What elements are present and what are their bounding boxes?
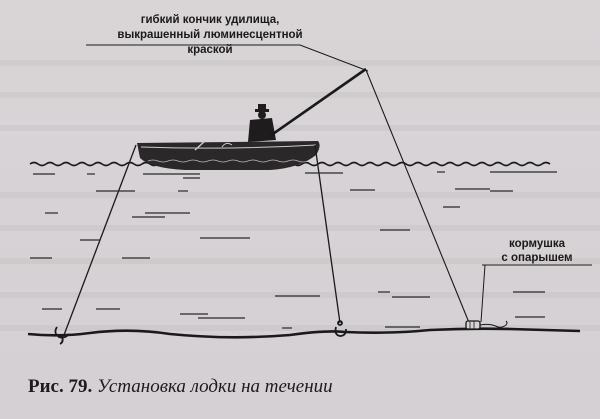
figure-number: Рис. 79. xyxy=(28,376,93,397)
bleed-through-text xyxy=(0,325,600,331)
current-dashes xyxy=(30,171,557,329)
rod-tip-label: гибкий кончик удилища, выкрашенный люмин… xyxy=(85,13,335,58)
anchor-left xyxy=(54,326,70,345)
label-line: гибкий кончик удилища, xyxy=(140,14,280,26)
label-line: кормушка xyxy=(509,238,565,250)
anchor-rope-right xyxy=(314,144,341,324)
bleed-through-text xyxy=(0,225,600,231)
riverbed xyxy=(27,327,581,339)
label-line: краской xyxy=(187,44,233,56)
bleed-through-text xyxy=(0,192,600,198)
bleed-through-text xyxy=(0,258,600,264)
figure-caption: Рис. 79. Установка лодки на течении xyxy=(28,376,333,398)
fishing-rod xyxy=(269,67,367,138)
label-line: с опарышем xyxy=(501,252,573,264)
fishing-line xyxy=(365,69,471,326)
boat xyxy=(137,141,320,170)
feeder-label: кормушка с опарышем xyxy=(482,237,592,265)
bleed-through-text xyxy=(0,125,600,131)
angler xyxy=(248,104,276,142)
label-line: выкрашенный люминесцентной xyxy=(117,29,303,41)
bleed-through-text xyxy=(0,92,600,98)
feeder xyxy=(465,320,508,330)
figure-title: Установка лодки на течении xyxy=(97,376,333,397)
bleed-through-text xyxy=(0,292,600,298)
anchor-right xyxy=(334,320,347,337)
bleed-through-text xyxy=(0,60,600,66)
